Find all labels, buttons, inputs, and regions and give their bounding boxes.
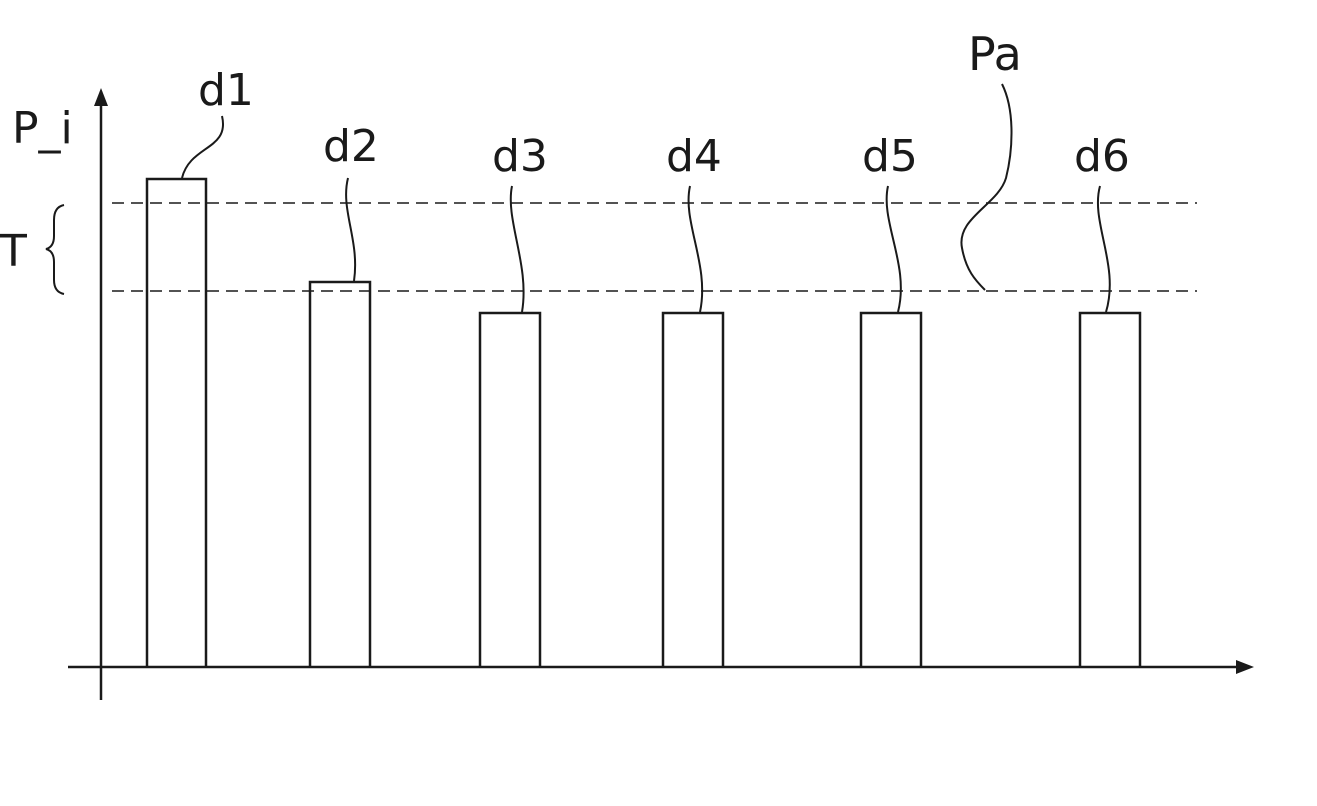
- bar-d3: [480, 313, 540, 667]
- bar-label-d4: d4: [666, 131, 722, 182]
- bars-group: d1 d2 d3 d4 d5 d6: [147, 65, 1140, 667]
- bar-d2: [310, 282, 370, 667]
- bar-d4: [663, 313, 723, 667]
- bar-label-d3: d3: [492, 131, 548, 182]
- bar-label-d1: d1: [198, 65, 254, 116]
- leader-d4: [689, 186, 703, 312]
- bar-label-d6: d6: [1074, 131, 1130, 182]
- reference-line-leader: [961, 84, 1011, 290]
- tolerance-brace: [46, 205, 64, 294]
- bar-d5: [861, 313, 921, 667]
- leader-d5: [887, 186, 901, 312]
- y-axis-label: P_i: [12, 103, 73, 154]
- reference-line-label: Pa: [968, 27, 1022, 81]
- x-axis-arrowhead: [1236, 660, 1254, 674]
- y-axis-arrowhead: [94, 88, 108, 106]
- leader-d2: [346, 178, 355, 281]
- leader-d3: [511, 186, 524, 312]
- bar-label-d2: d2: [323, 121, 379, 172]
- bar-d1: [147, 179, 206, 667]
- leader-d1: [182, 116, 223, 178]
- bar-d6: [1080, 313, 1140, 667]
- bar-label-d5: d5: [862, 131, 918, 182]
- tolerance-label: T: [0, 226, 27, 277]
- leader-d6: [1098, 186, 1110, 312]
